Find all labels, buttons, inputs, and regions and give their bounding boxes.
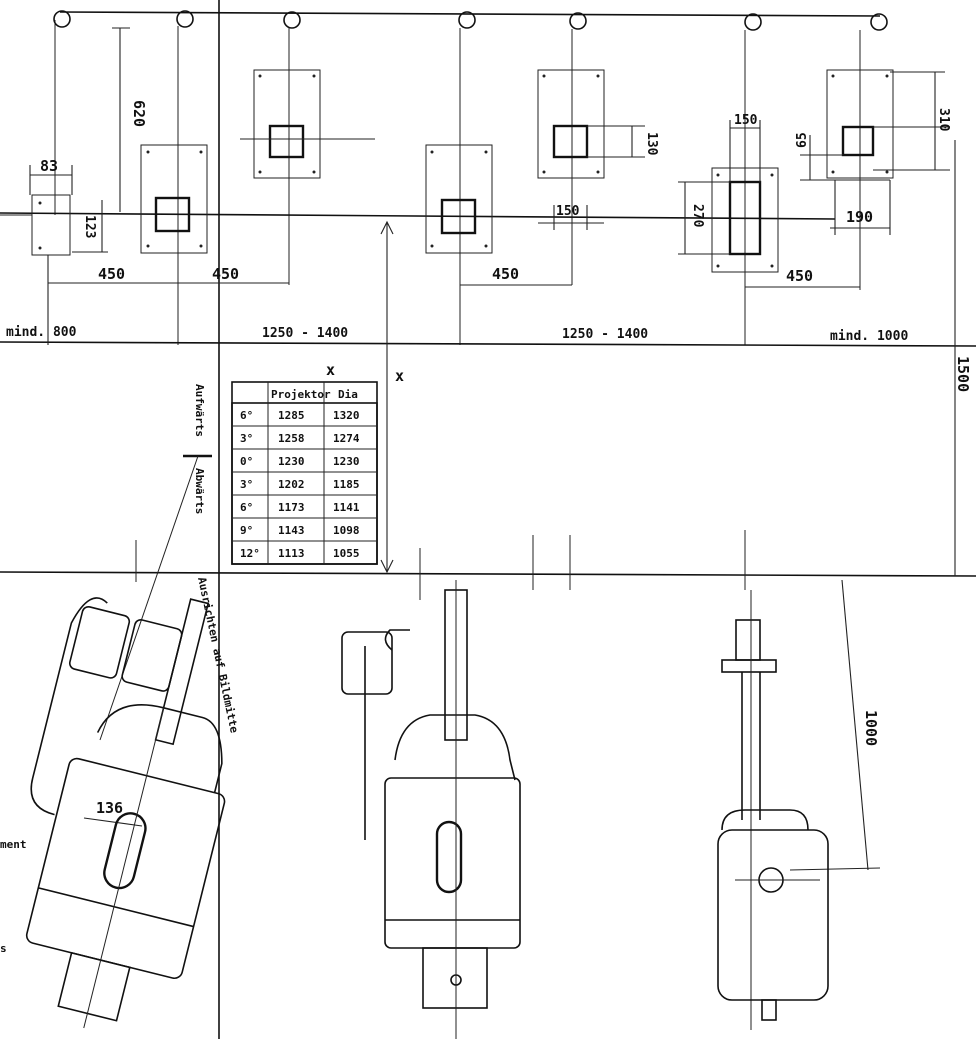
table-angle-cell: 6° xyxy=(240,501,253,514)
dim-65: 65 xyxy=(795,132,810,148)
reference-line xyxy=(0,212,836,220)
dim-450: 450 xyxy=(786,267,813,285)
label-ausrichten: Ausrichten auf Bildmitte xyxy=(195,576,241,735)
plate-6 xyxy=(711,167,779,273)
table-projektor-cell: 1285 xyxy=(278,409,305,422)
plate-5 xyxy=(537,69,645,179)
table-projektor-cell: 1143 xyxy=(278,524,305,537)
dim-136: 136 xyxy=(96,799,123,817)
pulley xyxy=(569,12,587,30)
dim-450: 450 xyxy=(212,265,239,283)
dim-83: 83 xyxy=(40,157,58,175)
pulley xyxy=(176,10,194,28)
floor-line xyxy=(0,341,976,347)
table-projektor-cell: 1173 xyxy=(278,501,305,514)
dim-450: 450 xyxy=(98,265,125,283)
dim-1500: 1500 xyxy=(954,356,972,392)
dim-range-1: 1250 - 1400 xyxy=(262,326,348,341)
label-ment: ment xyxy=(0,838,27,851)
table-dia-cell: 1274 xyxy=(333,432,360,445)
label-aufwaerts: Aufwärts xyxy=(193,384,206,437)
table-header: Projektor xyxy=(271,388,331,401)
plate-4 xyxy=(425,144,493,254)
plate-1 xyxy=(0,194,71,256)
table-title: x xyxy=(326,361,335,379)
table-angle-cell: 3° xyxy=(240,478,253,491)
dim-450: 450 xyxy=(492,265,519,283)
dim-130: 130 xyxy=(644,132,659,156)
projector-tilted xyxy=(25,597,226,1029)
label-abwaerts: Abwärts xyxy=(193,468,206,514)
table-projektor-cell: 1113 xyxy=(278,547,305,560)
plate-3 xyxy=(240,69,375,179)
table-rows: 6° 1285 1320 3° 1258 1274 0° 1230 1230 3° 1202 1185… xyxy=(240,409,360,560)
table-angle-cell: 3° xyxy=(240,432,253,445)
plate-2 xyxy=(140,144,208,254)
table-projektor-cell: 1258 xyxy=(278,432,305,445)
table-dia-cell: 1230 xyxy=(333,455,360,468)
dim-150: 150 xyxy=(734,113,758,128)
dim-mind-1000: mind. 1000 xyxy=(830,329,908,344)
label-s: s xyxy=(0,942,7,955)
table-projektor-cell: 1230 xyxy=(278,455,305,468)
table-dia-cell: 1141 xyxy=(333,501,360,514)
table-header: Dia xyxy=(338,388,358,401)
projector-front xyxy=(135,535,571,1039)
dimension-lines xyxy=(29,27,956,871)
dim-123: 123 xyxy=(82,215,97,238)
pulley xyxy=(53,10,71,28)
plate-7 xyxy=(826,69,950,179)
table-dia-cell: 1055 xyxy=(333,547,360,560)
dim-1000: 1000 xyxy=(862,710,880,746)
table-angle-cell: 6° xyxy=(240,409,253,422)
table-projektor-cell: 1202 xyxy=(278,478,305,491)
suspension-rail xyxy=(53,0,888,1039)
dim-270: 270 xyxy=(690,204,705,228)
table-dia-cell: 1098 xyxy=(333,524,360,537)
dimension-labels: 83 123 620 450 450 450 450 130 150 150 2… xyxy=(6,100,972,817)
projector-side xyxy=(717,530,829,1030)
dim-range-2: 1250 - 1400 xyxy=(562,327,648,342)
dim-150: 150 xyxy=(556,204,580,219)
table-angle-cell: 9° xyxy=(240,524,253,537)
pulley xyxy=(283,11,301,29)
pulley xyxy=(458,11,476,29)
pulley xyxy=(870,13,888,31)
dim-620: 620 xyxy=(130,100,148,127)
projection-table: x Projektor Dia 6° 1285 1320 3° 1258 1274 0° 12… xyxy=(231,361,378,565)
table-angle-cell: 0° xyxy=(240,455,253,468)
dim-mind-800: mind. 800 xyxy=(6,325,77,340)
table-dia-cell: 1320 xyxy=(333,409,360,422)
table-dia-cell: 1185 xyxy=(333,478,360,491)
dim-310: 310 xyxy=(936,108,951,132)
table-angle-cell: 12° xyxy=(240,547,260,560)
pulley xyxy=(744,13,762,31)
dim-x: x xyxy=(395,367,404,385)
base-line xyxy=(0,571,976,577)
dim-190: 190 xyxy=(846,208,873,226)
